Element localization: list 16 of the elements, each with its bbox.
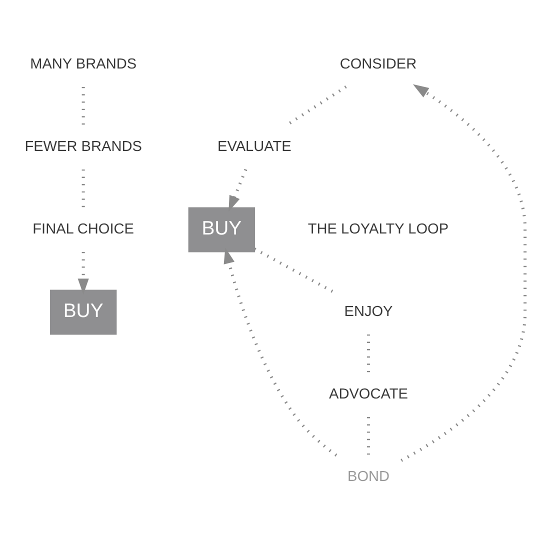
node-text: ENJOY	[344, 304, 393, 320]
label: THE LOYALTY LOOP	[308, 222, 449, 238]
node-text: EVALUATE	[218, 138, 292, 155]
arrow	[228, 168, 248, 212]
node-text: FEWER BRANDS	[24, 138, 142, 155]
arrow	[224, 248, 338, 457]
arrow	[400, 84, 527, 462]
node-text: ADVOCATE	[329, 386, 408, 403]
arrow	[78, 252, 89, 294]
connector	[254, 248, 334, 294]
node-text: BOND	[347, 469, 390, 486]
node-text: MANY BRANDS	[30, 56, 137, 72]
node-box: BUY	[50, 290, 117, 335]
node-text: FINAL CHOICE	[32, 222, 134, 238]
node-text: CONSIDER	[340, 56, 417, 72]
node-box: BUY	[188, 207, 256, 252]
